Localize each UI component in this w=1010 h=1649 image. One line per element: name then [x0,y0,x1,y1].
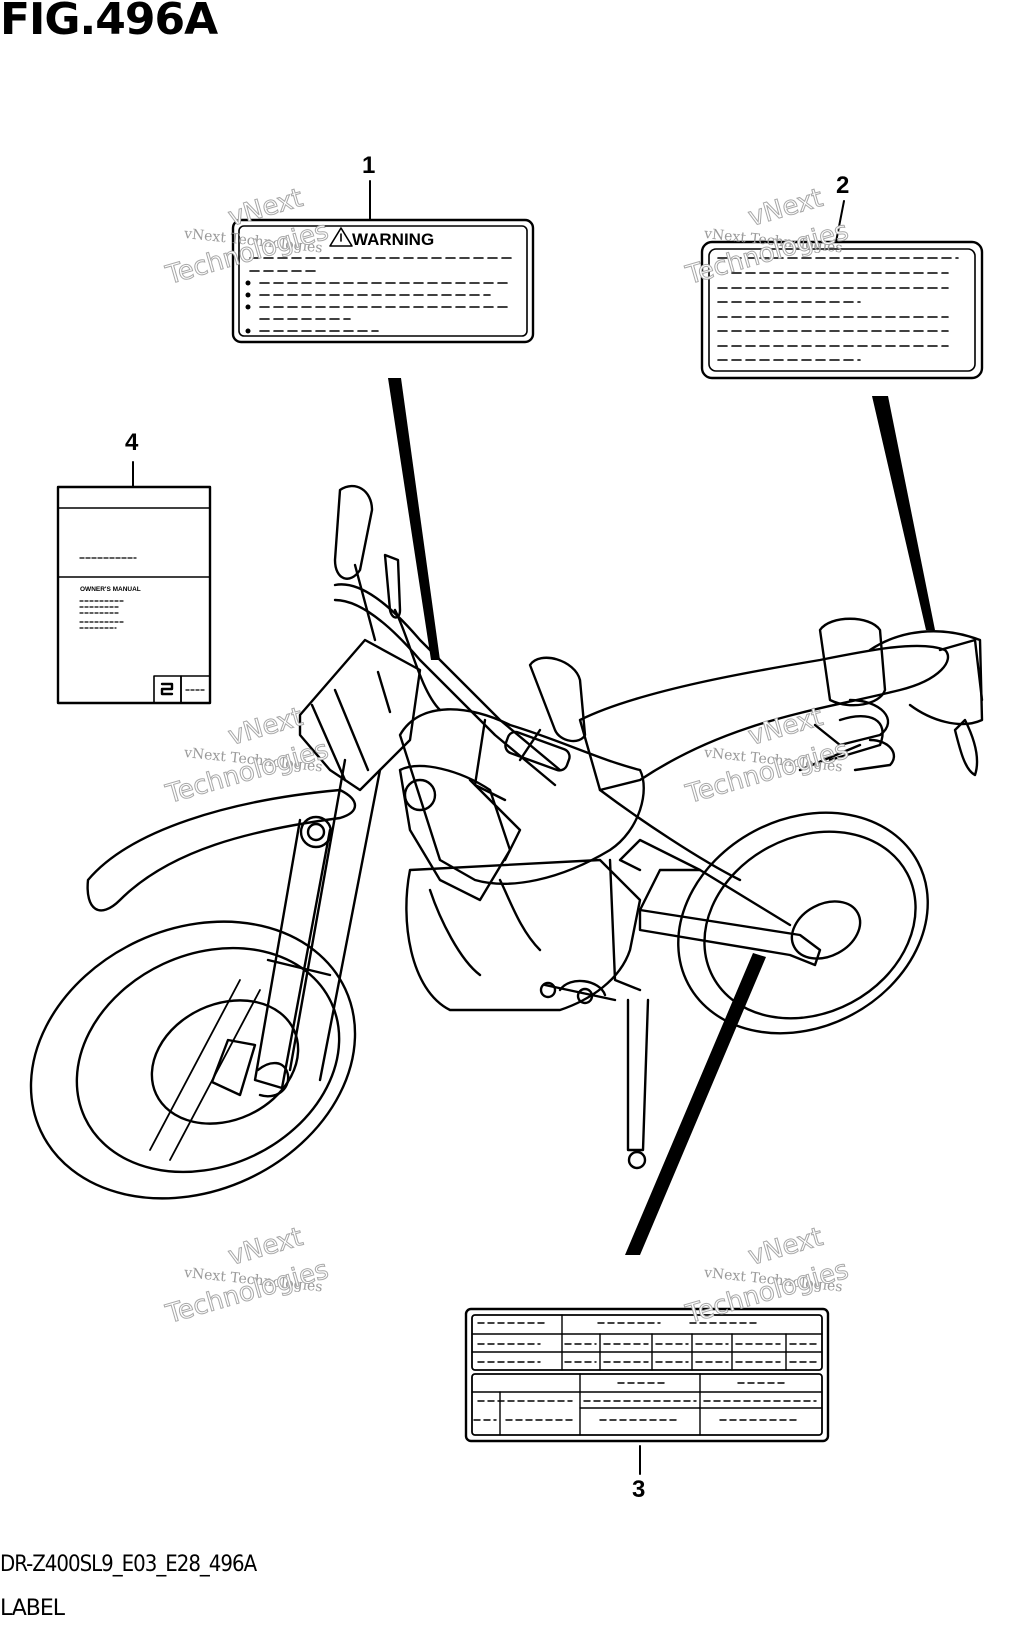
callout-1[interactable]: 1 [362,152,376,179]
label-2[interactable] [700,240,984,380]
callout-4[interactable]: 4 [125,429,139,456]
label-4-owners-manual[interactable]: OWNER'S MANUAL [56,461,212,705]
motorcycle-illustration [29,484,984,1200]
figure-title: FIG.496A [0,0,218,45]
label-3-table[interactable] [464,1307,830,1475]
brand-logo-icon [160,682,174,696]
label-1-warning[interactable]: WARNING [231,218,535,344]
figure-name: LABEL [0,1596,65,1621]
callout-2[interactable]: 2 [836,172,850,199]
callout-3[interactable]: 3 [632,1476,646,1503]
warning-heading: WARNING [352,230,434,249]
manual-heading: OWNER'S MANUAL [80,586,141,593]
figure-code: DR-Z400SL9_E03_E28_496A [0,1552,257,1577]
callout-leader-lines [369,180,935,1255]
